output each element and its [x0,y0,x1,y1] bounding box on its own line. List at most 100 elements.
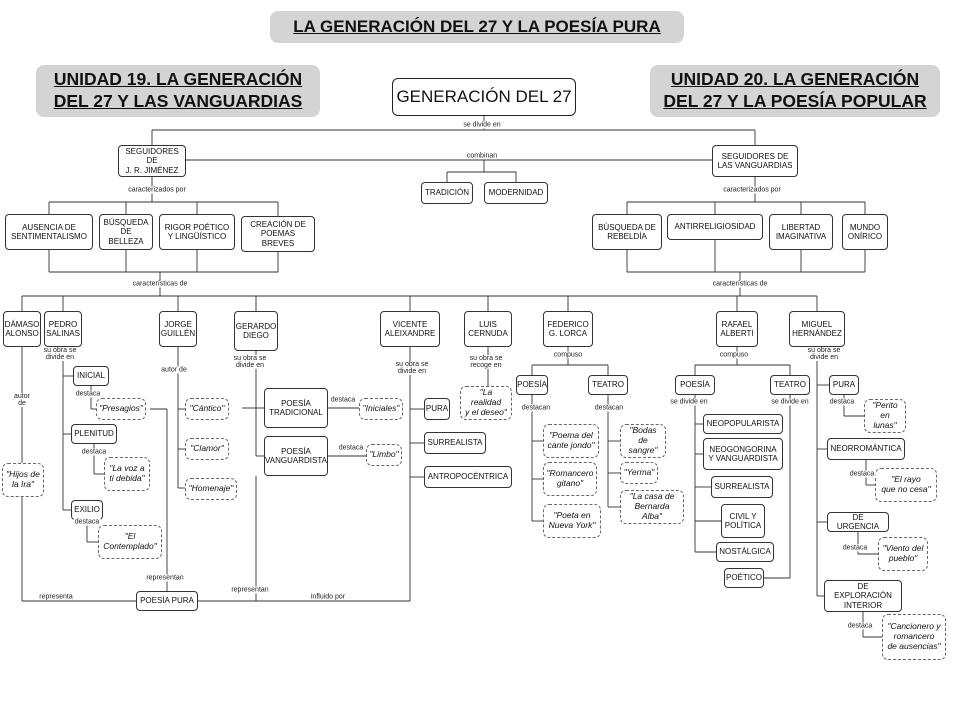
node-vanguardias: SEGUIDORES DE LAS VANGUARDIAS [712,145,798,177]
edge-label-mh-obra: su obra se divide en [806,347,842,361]
node-homenaje: "Homenaje" [185,478,237,500]
node-limbo: "Limbo" [366,444,402,466]
node-poesia-pura: POESÍA PURA [136,591,198,611]
node-libertad: LIBERTAD IMAGINATIVA [769,214,833,250]
node-exilio: EXILIO [71,500,103,520]
node-root: GENERACIÓN DEL 27 [392,78,576,116]
node-poesia-vanguardista: POESÍA VANGUARDISTA [264,436,328,476]
node-exploracion: DE EXPLORACIÓN INTERIOR [824,580,902,612]
node-alberti-teatro: TEATRO [770,375,810,395]
edge-label-se-divide-t: se divide en [770,398,810,406]
edge-label-destaca-vang: destaca [337,444,365,452]
node-hijos-ira: "Hijos de la Ira" [2,463,44,497]
edge-label-influido-por: influido por [309,593,347,601]
edge-label-va-obra: su obra se divide en [394,361,430,375]
edge-label-se-divide-p: se divide en [669,398,709,406]
node-voz-debida: "La voz a ti debida" [104,457,150,491]
edge-label-destaca-mh2: destaca [848,470,876,478]
node-rigor: RIGOR POÉTICO Y LINGÜÍSTICO [159,214,235,250]
edge-label-combinan: combinan [465,152,499,160]
node-rafael: RAFAEL ALBERTI [716,311,758,347]
edge-label-destaca-ple: destaca [80,448,108,456]
edge-label-destaca-mh3: destaca [841,544,869,552]
node-contemplado: "El Contemplado" [98,525,162,559]
node-rayo: "El rayo que no cesa" [875,468,937,502]
unit-20-banner: UNIDAD 20. LA GENERACIÓN DEL 27 Y LA POE… [650,65,940,117]
node-civil-politica: CIVIL Y POLÍTICA [721,504,765,538]
node-lorca-teatro: TEATRO [588,375,628,395]
node-damaso: DÁMASO ALONSO [3,311,41,347]
node-iniciales: "Iniciales" [359,398,403,420]
node-realidad-deseo: "La realidad y el deseo" [460,386,512,420]
edge-label-gd-obra: su obra se divide en [232,355,268,369]
edge-label-destaca-trad: destaca [329,396,357,404]
node-pedro: PEDRO SALINAS [44,311,82,347]
node-ausencia: AUSENCIA DE SENTIMENTALISMO [5,214,93,250]
node-modernidad: MODERNIDAD [484,182,548,204]
edge-label-representan-jg: representan [145,574,185,582]
edge-label-caract-left: caracterizados por [127,186,187,194]
node-poesia-tradicional: POESÍA TRADICIONAL [264,388,328,428]
node-clamor: "Clamor" [185,438,229,460]
node-bodas: "Bodas de sangre" [620,424,666,458]
node-busq-rebeldia: BÚSQUEDA DE REBELDÍA [592,214,662,250]
node-surrealista-va: SURREALISTA [424,432,486,454]
edge-label-representan-gd: representan [230,586,270,594]
edge-label-autor-de-jg: autor de [160,366,188,374]
node-surrealista-ra: SURREALISTA [711,476,773,498]
node-presagios: "Presagios" [96,398,146,420]
edge-label-autor-de-da: autor de [13,393,31,407]
node-busq-belleza: BÚSQUEDA DE BELLEZA [99,214,153,250]
edge-label-ps-obra: su obra se divide en [42,347,78,361]
node-alberti-poesia: POESÍA [675,375,715,395]
node-creacion: CREACIÓN DE POEMAS BREVES [241,216,315,252]
edge-label-caract-de-left: características de [131,280,189,288]
node-jimenez: SEGUIDORES DE J. R. JIMÉNEZ [118,145,186,177]
node-mundo-onirico: MUNDO ONÍRICO [842,214,888,250]
node-bernarda: "La casa de Bernarda Alba" [620,490,684,524]
node-pura-va: PURA [424,398,450,420]
node-plenitud: PLENITUD [71,424,117,444]
diagram-title-banner: LA GENERACIÓN DEL 27 Y LA POESÍA PURA [270,11,684,43]
node-tradicion: TRADICIÓN [421,182,473,204]
node-cancionero: "Cancionero y romancero de ausencias" [882,614,946,660]
unit-19-banner: UNIDAD 19. LA GENERACIÓN DEL 27 Y LAS VA… [36,65,320,117]
node-neogongorina: NEOGONGORINA Y VANGUARDISTA [703,438,783,470]
node-mh-pura: PURA [829,375,859,395]
node-cante-jondo: "Poema del cante jondo" [543,424,599,458]
edge-label-destaca-mh4: destaca [846,622,874,630]
edge-label-destaca-ini: destaca [74,390,102,398]
node-jorge: JORGE GUILLÉN [159,311,197,347]
edge-label-compuso-fgl: compuso [552,351,584,359]
node-antirreligiosidad: ANTIRRELIGIOSIDAD [667,214,763,240]
node-viento: "Viento del pueblo" [878,537,928,571]
node-yerma: "Yerma" [620,462,658,484]
edge-label-destacan-p: destacan [520,404,552,412]
node-perito: "Perito en lunas" [864,399,906,433]
edge-label-caract-de-right: características de [711,280,769,288]
edge-label-destaca-exi: destaca [73,518,101,526]
node-urgencia: DE URGENCIA [827,512,889,532]
edge-label-compuso-ra: compuso [718,351,750,359]
node-miguel: MIGUEL HERNÁNDEZ [789,311,845,347]
node-federico: FEDERICO G. LORCA [543,311,593,347]
node-cantico: "Cántico" [185,398,229,420]
edge-label-representa: representa [38,593,74,601]
edge-label-lc-obra: su obra se recoge en [468,355,504,369]
node-luis: LUIS CERNUDA [464,311,512,347]
node-gerardo: GERARDO DIEGO [234,311,278,351]
edge-label-destacan-t: destacan [593,404,625,412]
node-nostalgica: NOSTÁLGICA [716,542,774,562]
node-poetico: POÉTICO [724,568,764,588]
edge-label-destaca-mh1: destaca [828,398,856,406]
edge-label-se-divide-en: se divide en [462,121,502,129]
node-lorca-poesia: POESÍA [516,375,548,395]
node-antropocentrica: ANTROPOCÉNTRICA [424,466,512,488]
node-poeta-ny: "Poeta en Nueva York" [543,504,601,538]
node-neorromantica: NEORROMÁNTICA [827,438,905,460]
node-inicial: INICIAL [73,366,109,386]
node-vicente: VICENTE ALEIXANDRE [380,311,440,347]
node-romancero: "Romancero gitano" [543,462,597,496]
node-neopopularista: NEOPOPULARISTA [703,414,783,434]
edge-label-caract-right: caracterizados por [722,186,782,194]
